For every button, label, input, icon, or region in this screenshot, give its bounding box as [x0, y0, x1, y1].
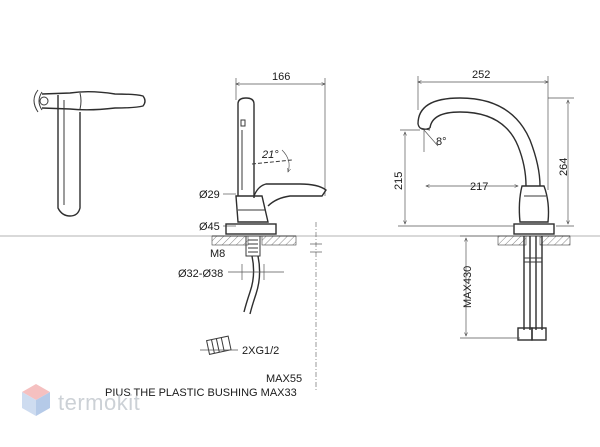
- front-view: [398, 76, 574, 341]
- side-view: [200, 78, 327, 390]
- label-height-total: 264: [558, 158, 570, 176]
- label-dia-hole: Ø32-Ø38: [178, 268, 223, 280]
- label-thread: M8: [210, 248, 225, 260]
- label-height-spout: 215: [393, 172, 405, 190]
- watermark-text: termokit: [58, 390, 140, 415]
- label-angle-spout: 8°: [436, 136, 447, 148]
- label-dia-body: Ø29: [199, 189, 220, 201]
- label-width-side: 166: [272, 71, 290, 83]
- label-bushing-note: PIUS THE PLASTIC BUSHING MAX33: [105, 387, 297, 399]
- label-width-front: 252: [472, 69, 490, 81]
- watermark: termokit: [22, 384, 140, 416]
- label-angle-handle: 21°: [261, 149, 279, 161]
- top-view: [33, 89, 146, 217]
- cube-logo-icon: [22, 384, 50, 416]
- label-reach-spout: 217: [470, 181, 488, 193]
- label-dia-base: Ø45: [199, 221, 220, 233]
- label-hose: 2XG1/2: [242, 345, 279, 357]
- label-max-note: MAX55: [266, 373, 302, 385]
- label-max-length: MAX430: [462, 266, 474, 308]
